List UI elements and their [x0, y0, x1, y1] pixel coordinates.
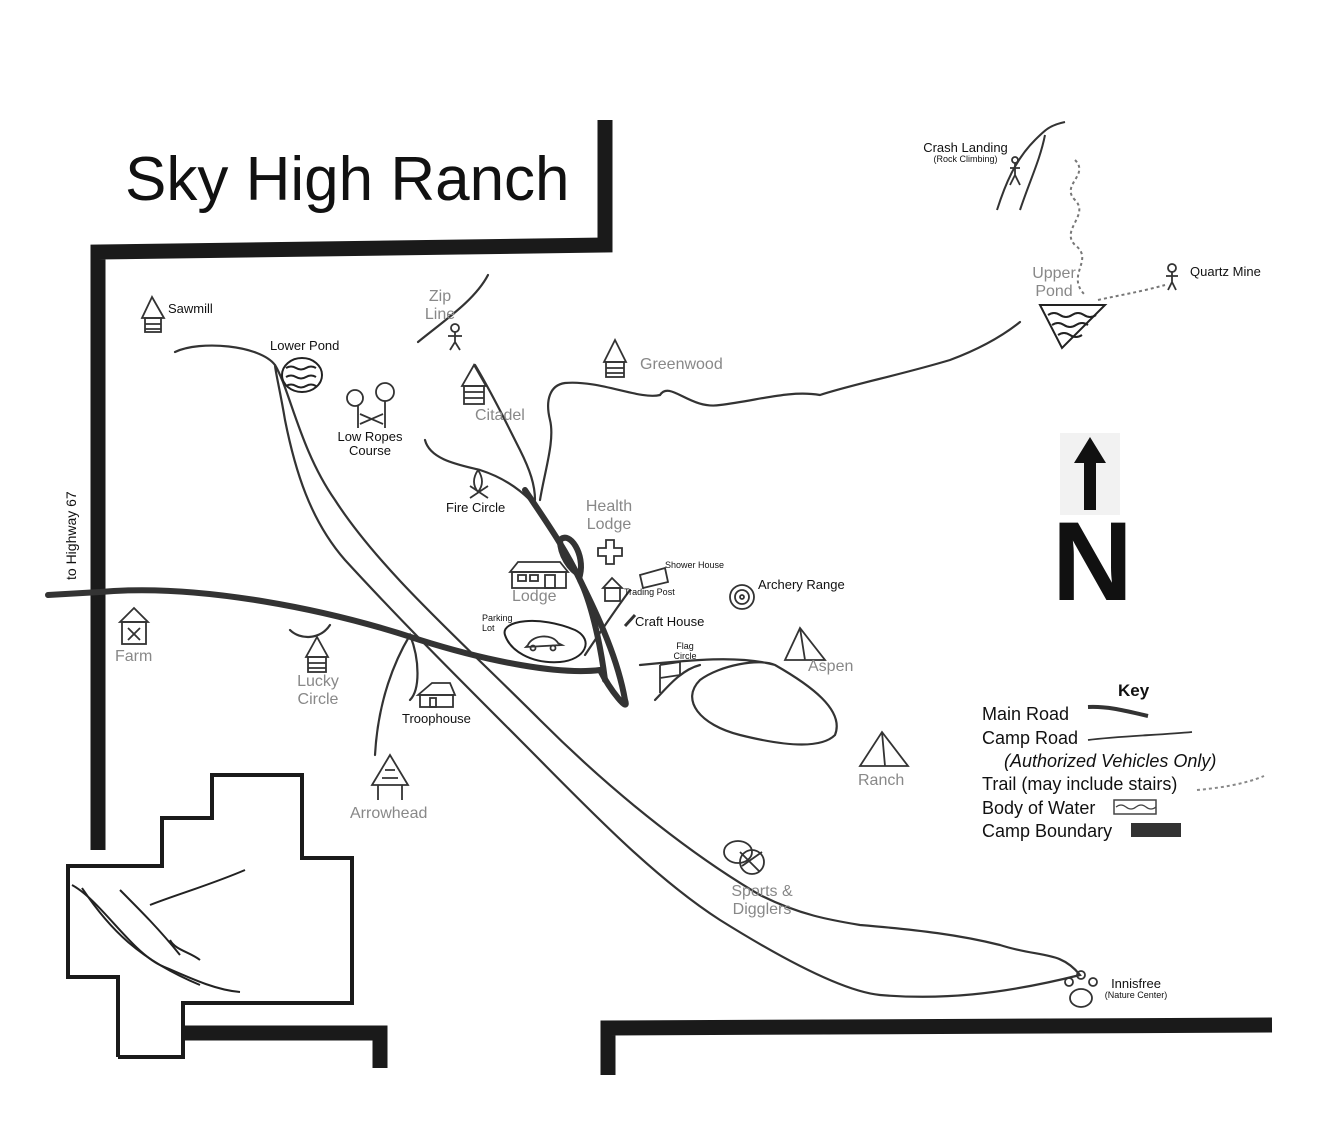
- label-fire-circle[interactable]: Fire Circle: [446, 500, 506, 515]
- highway-label: to Highway 67: [63, 491, 79, 580]
- fire-circle-icon: [469, 469, 489, 499]
- label-quartz-mine[interactable]: Quartz Mine: [1190, 264, 1261, 279]
- key-boundary: Camp Boundary: [982, 821, 1113, 841]
- greenwood-icon: [602, 337, 628, 378]
- sports-balls-icon: [723, 840, 765, 875]
- map-icons: [117, 156, 1178, 1008]
- key-water: Body of Water: [982, 798, 1096, 818]
- map-title: Sky High Ranch: [125, 145, 570, 214]
- label-troophouse[interactable]: Troophouse: [402, 711, 471, 726]
- health-cross-icon: [597, 539, 623, 565]
- north-arrow: [1060, 433, 1120, 515]
- flag-circle-icon: [659, 660, 681, 693]
- label-ranch[interactable]: Ranch: [858, 772, 905, 789]
- north-letter: N: [1052, 499, 1133, 624]
- label-crash-landing[interactable]: Crash Landing (Rock Climbing): [923, 140, 1008, 165]
- cliff: [996, 121, 1066, 211]
- label-sawmill[interactable]: Sawmill: [168, 301, 213, 316]
- label-parking-lot[interactable]: Parking Lot: [482, 613, 513, 633]
- farm-icon: [117, 606, 151, 645]
- climber-icon: [1009, 156, 1021, 186]
- key-trail: Trail (may include stairs): [982, 774, 1178, 794]
- inset-boundary: [66, 773, 354, 1059]
- key-title: Key: [1118, 681, 1150, 700]
- ranch-tent-icon: [858, 730, 910, 767]
- nature-paw-icon: [1064, 970, 1098, 1008]
- label-citadel[interactable]: Citadel: [475, 407, 525, 424]
- low-ropes-icon: [346, 382, 395, 428]
- label-flag-circle[interactable]: Flag Circle: [673, 641, 697, 661]
- label-lower-pond[interactable]: Lower Pond: [270, 338, 340, 353]
- label-arrowhead[interactable]: Arrowhead: [350, 805, 428, 822]
- trading-post-icon: [600, 576, 625, 602]
- citadel-icon: [460, 363, 488, 405]
- key-main-road: Main Road: [982, 704, 1070, 724]
- label-aspen[interactable]: Aspen: [808, 658, 854, 675]
- car-icon: [523, 635, 566, 652]
- label-lodge[interactable]: Lodge: [512, 588, 557, 605]
- label-sports-digglers[interactable]: Sports & Digglers: [731, 883, 793, 918]
- label-innisfree[interactable]: Innisfree (Nature Center): [1104, 976, 1168, 1001]
- trails: [1069, 159, 1166, 301]
- key-camp-road: Camp Road: [982, 728, 1079, 748]
- troophouse-icon: [415, 682, 457, 708]
- water-bodies: [281, 304, 1108, 664]
- label-farm[interactable]: Farm: [115, 648, 153, 665]
- label-low-ropes-course[interactable]: Low Ropes Course: [337, 429, 403, 459]
- aspen-tent-icon: [783, 626, 827, 661]
- shower-house-icon: [638, 566, 670, 590]
- label-upper-pond[interactable]: Upper Pond: [1032, 265, 1076, 300]
- label-greenwood[interactable]: Greenwood: [640, 356, 723, 373]
- label-craft-house[interactable]: Craft House: [635, 614, 705, 629]
- sawmill-icon: [140, 295, 166, 333]
- archery-target-icon: [729, 584, 755, 610]
- label-zip-line[interactable]: Zip Line: [424, 288, 456, 323]
- label-shower-house[interactable]: Shower House: [665, 560, 725, 570]
- main-road: [45, 487, 629, 708]
- inset-roads: [71, 869, 246, 993]
- label-archery-range[interactable]: Archery Range: [758, 577, 845, 592]
- label-health-lodge[interactable]: Health Lodge: [585, 498, 633, 533]
- camp-boundary: [90, 120, 1273, 1075]
- zip-line-icon: [448, 323, 462, 351]
- key-authorized: (Authorized Vehicles Only): [1004, 751, 1217, 771]
- label-lucky-circle[interactable]: Lucky Circle: [297, 673, 339, 708]
- label-trading-post[interactable]: Trading Post: [624, 587, 675, 597]
- lucky-circle-icon: [304, 635, 330, 673]
- craft-house-icon: [623, 613, 637, 628]
- key-symbols: [1087, 704, 1265, 837]
- arrowhead-icon: [370, 753, 410, 800]
- camp-roads: [173, 273, 1082, 998]
- lodge-icon: [508, 561, 570, 589]
- miner-icon: [1166, 263, 1178, 291]
